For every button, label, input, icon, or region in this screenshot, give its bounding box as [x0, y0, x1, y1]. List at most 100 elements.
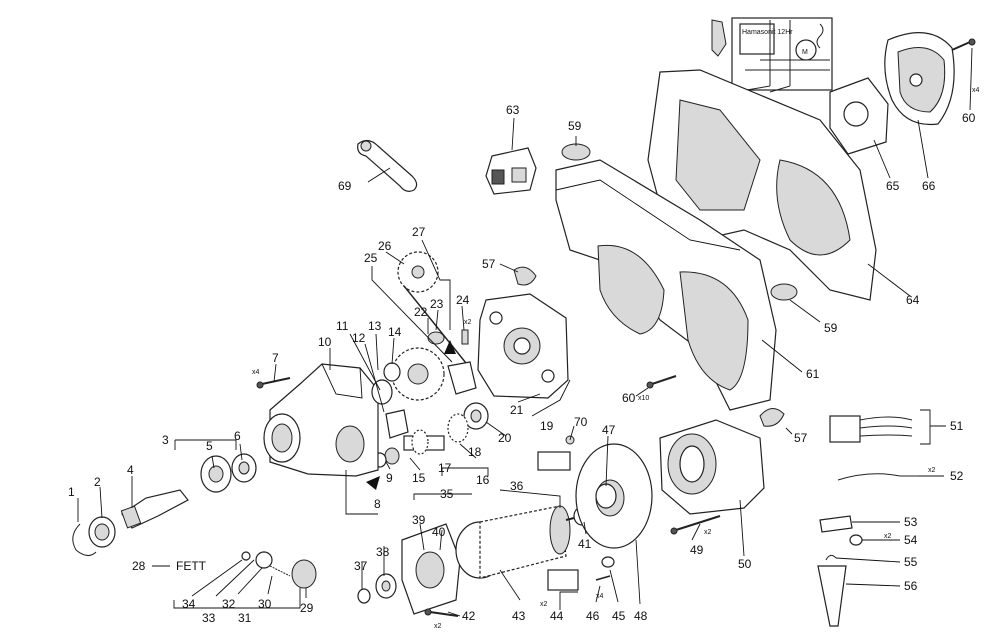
label-part-33: 33 [202, 611, 216, 625]
label-part-27: 27 [412, 225, 426, 239]
label-part-24: 24 [456, 293, 470, 307]
label-part-8: 8 [374, 497, 381, 511]
mult-screw-49: x2 [704, 529, 712, 536]
mult-screw-54: x2 [884, 533, 892, 540]
part-21-gear-housing [477, 293, 569, 399]
part-14-washer [383, 362, 401, 382]
schematic-module-label: Hamasonit 12Hr [742, 29, 793, 36]
part-49-screw [670, 515, 721, 535]
part-57-plug-upper [513, 266, 537, 286]
part-24-pins [461, 329, 469, 345]
part-46-screw [595, 575, 611, 581]
label-part-50: 50 [738, 557, 752, 571]
label-part-14: 14 [388, 325, 402, 339]
part-47-baffle [595, 483, 617, 509]
mult-pin-24: x2 [464, 319, 472, 326]
part-54-screw [849, 534, 863, 546]
part-11-seal [371, 379, 393, 405]
label-part-57-upper: 57 [482, 257, 496, 271]
part-39-bearing-plate [401, 523, 461, 615]
part-12-plate [385, 409, 409, 439]
label-part-42: 42 [462, 609, 476, 623]
mult-screw-42: x2 [434, 623, 442, 630]
label-part-59-lower: 59 [824, 321, 838, 335]
label-part-25: 25 [364, 251, 378, 265]
part-5-bearing [200, 455, 232, 493]
label-part-5: 5 [206, 439, 213, 453]
label-part-35: 35 [440, 487, 454, 501]
label-part-10: 10 [318, 335, 332, 349]
label-part-2: 2 [94, 475, 101, 489]
part-7-screw [256, 377, 291, 389]
label-part-38: 38 [376, 545, 390, 559]
label-part-39: 39 [412, 513, 426, 527]
label-part-64: 64 [906, 293, 920, 307]
part-59-plug-lower [770, 283, 798, 301]
part-23-bearing [427, 331, 445, 345]
label-part-18: 18 [468, 445, 482, 459]
label-part-37: 37 [354, 559, 368, 573]
part-1-circlip [72, 523, 97, 556]
label-part-15: 15 [412, 471, 426, 485]
label-part-31: 31 [238, 611, 252, 625]
label-part-65: 65 [886, 179, 900, 193]
schematic-motor-label: M [802, 49, 808, 56]
label-part-59-upper: 59 [568, 119, 582, 133]
label-part-7: 7 [272, 351, 279, 365]
label-part-20: 20 [498, 431, 512, 445]
label-part-30: 30 [258, 597, 272, 611]
part-69-wrench [357, 139, 418, 192]
part-30-knob [291, 559, 317, 589]
wiring-schematic: Hamasonit 12Hr M [711, 17, 833, 93]
label-part-34: 34 [182, 597, 196, 611]
mult-wire-52: x2 [928, 467, 936, 474]
part-53-cable-clamp [819, 515, 853, 533]
part-52-wire [837, 473, 918, 481]
mult-screw-46: x4 [596, 593, 604, 600]
label-part-70: 70 [574, 415, 588, 429]
part-42-screw [424, 608, 459, 617]
label-part-3: 3 [162, 433, 169, 447]
label-part-51: 51 [950, 419, 964, 433]
part-37-washer [357, 588, 371, 604]
part-15-washer [384, 447, 400, 465]
part-17-shaft-gear [403, 429, 445, 455]
part-10-gear-case [263, 363, 379, 477]
label-part-49: 49 [690, 543, 704, 557]
mult-screw-60-handle: x10 [638, 395, 649, 402]
label-part-26: 26 [378, 239, 392, 253]
part-56-cable-sleeve [817, 565, 847, 627]
label-part-55: 55 [904, 555, 918, 569]
assembly-arrows [366, 340, 456, 490]
label-part-12: 12 [352, 331, 366, 345]
part-60-cover-screw [951, 38, 976, 51]
part-57-plug-lower [759, 408, 785, 427]
label-part-13: 13 [368, 319, 382, 333]
part-31-spring [269, 565, 291, 577]
part-45-clip [601, 556, 615, 568]
part-27-gear [397, 251, 439, 293]
part-64-rear-housing [647, 69, 877, 301]
part-18-pinion [447, 413, 469, 443]
part-32-bolt [255, 551, 273, 569]
label-part-40: 40 [432, 525, 446, 539]
label-part-4: 4 [127, 463, 134, 477]
label-part-1: 1 [68, 485, 75, 499]
label-part-69: 69 [338, 179, 352, 193]
label-part-21: 21 [510, 403, 524, 417]
mult-screw-60-cover: x4 [972, 87, 980, 94]
label-part-63: 63 [506, 103, 520, 117]
label-part-17: 17 [438, 461, 452, 475]
part-43-armature [455, 505, 591, 579]
part-60-handle-screw [646, 375, 677, 389]
label-part-9: 9 [386, 471, 393, 485]
label-part-45: 45 [612, 609, 626, 623]
label-part-44: 44 [550, 609, 564, 623]
label-part-11: 11 [336, 319, 349, 333]
label-part-19: 19 [540, 419, 554, 433]
label-part-22: 22 [414, 305, 428, 319]
label-part-46: 46 [586, 609, 600, 623]
mult-brush-44: x2 [540, 601, 548, 608]
label-part-16: 16 [476, 473, 490, 487]
